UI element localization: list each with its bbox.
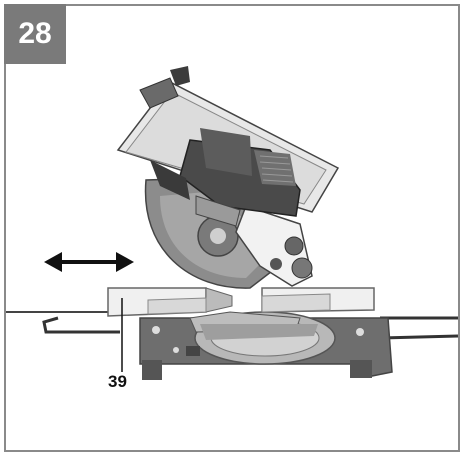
double-arrow-icon — [44, 252, 134, 272]
saw-fence — [107, 287, 375, 317]
saw-arm — [235, 205, 313, 287]
figure-number-badge: 28 — [4, 4, 66, 64]
saw-base — [139, 311, 393, 380]
callout-label: 39 — [108, 372, 127, 391]
motor-housing — [116, 66, 340, 227]
extension-rods — [6, 311, 459, 340]
